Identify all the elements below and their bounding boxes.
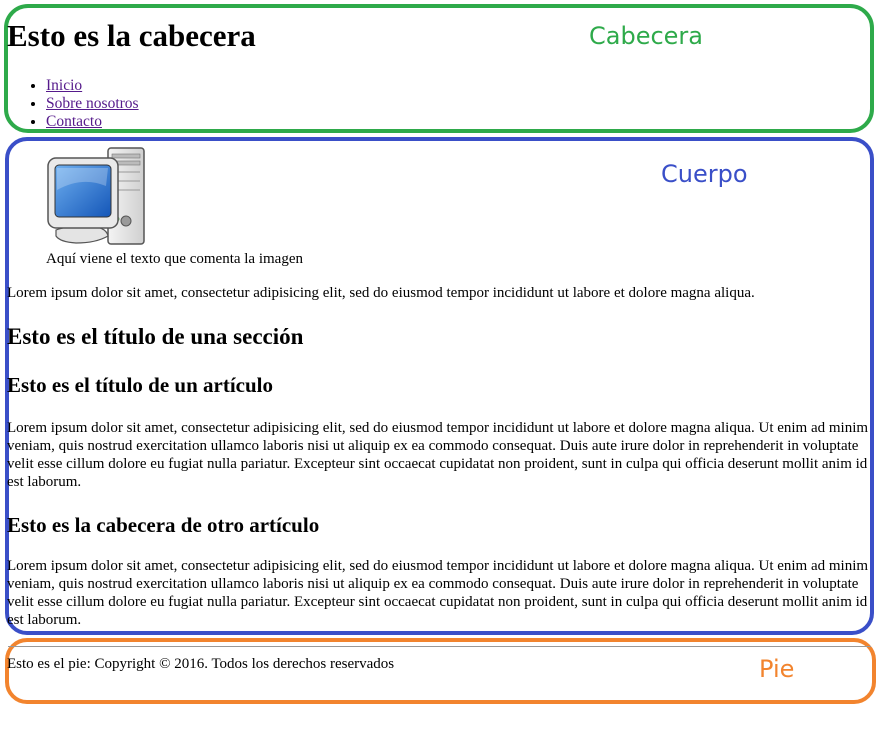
- nav-link-contacto[interactable]: Contacto: [46, 113, 102, 130]
- header-region-outline: [4, 4, 874, 133]
- article-paragraph: Lorem ipsum dolor sit amet, consectetur …: [7, 420, 869, 490]
- article-paragraph: Lorem ipsum dolor sit amet, consectetur …: [7, 558, 869, 628]
- footer-divider: [8, 646, 871, 647]
- site-title: Esto es la cabecera: [7, 18, 256, 53]
- intro-paragraph: Lorem ipsum dolor sit amet, consectetur …: [7, 285, 755, 301]
- header-region-label: Cabecera: [589, 22, 703, 50]
- article-title: Esto es el título de un artículo: [7, 373, 273, 397]
- article-title: Esto es la cabecera de otro artículo: [7, 513, 320, 537]
- nav-item: Sobre nosotros: [46, 95, 139, 113]
- nav-item: Contacto: [46, 113, 139, 131]
- footer-text: Esto es el pie: Copyright © 2016. Todos …: [7, 656, 395, 672]
- main-nav: Inicio Sobre nosotros Contacto: [27, 77, 139, 131]
- nav-link-inicio[interactable]: Inicio: [46, 77, 83, 94]
- section-title: Esto es el título de una sección: [7, 324, 304, 349]
- body-region-outline: [5, 137, 874, 635]
- figure: [46, 146, 146, 246]
- footer-region-label: Pie: [759, 655, 795, 683]
- figure-caption: Aquí viene el texto que comenta la image…: [46, 251, 303, 267]
- computer-icon: [47, 147, 145, 245]
- nav-item: Inicio: [46, 77, 139, 95]
- body-region-label: Cuerpo: [661, 160, 748, 188]
- nav-link-sobre-nosotros[interactable]: Sobre nosotros: [46, 95, 139, 112]
- footer-region-outline: [5, 638, 876, 704]
